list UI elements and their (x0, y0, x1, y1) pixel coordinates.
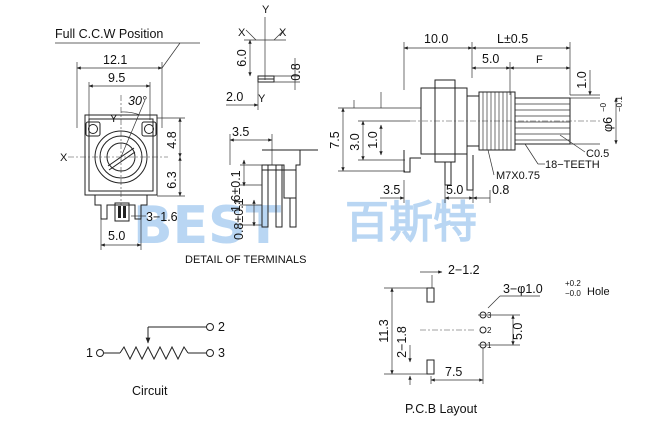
dim-1-6-terminal: 1.6±0.1 (229, 170, 243, 212)
circuit-pin-2-label: 2 (218, 320, 225, 334)
pcb-layout-label: P.C.B Layout (405, 402, 478, 416)
dim-3-1-6: 3−1.6 (146, 210, 178, 224)
terminal-lead-2 (275, 164, 283, 228)
side-lead-right (466, 146, 474, 191)
knurl-lines (515, 103, 570, 141)
circuit-pin-3-label: 3 (218, 346, 225, 360)
dim-1-0-left: 1.0 (366, 131, 380, 148)
dim-dia6: φ6 (601, 117, 615, 132)
pcb-pin-3: 3 (487, 311, 492, 320)
dim-3-0: 3.0 (348, 133, 362, 150)
dim-10-0: 10.0 (424, 32, 448, 46)
dim-12-1: 12.1 (103, 53, 127, 67)
dim-7-5: 7.5 (328, 131, 342, 148)
dim-5-0-front: 5.0 (108, 229, 125, 243)
watermark-latin: BEST (133, 196, 282, 256)
terminal-lead-3 (289, 197, 297, 228)
angle-line (120, 99, 146, 158)
dim-1-0-right: 1.0 (575, 71, 589, 88)
dim-3-5-terminal: 3.5 (232, 125, 249, 139)
dim-L: L±0.5 (497, 32, 528, 46)
thread-label: M7X0.75 (496, 170, 540, 182)
dim-11-3: 11.3 (377, 319, 391, 342)
center-pin (114, 202, 130, 222)
circuit-pin-1-label: 1 (86, 346, 93, 360)
axis-x-front: X (60, 152, 68, 164)
chamfer-label: C0.5 (586, 148, 609, 160)
circuit-pin-2 (206, 323, 214, 331)
angle-arc (120, 111, 141, 116)
dim-6-0: 6.0 (235, 49, 249, 66)
axis-y-front: Y (110, 113, 118, 125)
dim-4-8: 4.8 (165, 131, 179, 148)
detail-of-terminals-label: DETAIL OF TERMINALS (185, 254, 306, 266)
watermark-cjk: 百斯特 (345, 197, 477, 248)
axis-y-bottom: Y (258, 93, 266, 105)
leader-line (161, 42, 181, 69)
circuit-label: Circuit (132, 384, 168, 398)
terminal-lead-1 (261, 164, 269, 228)
pcb-pin-2: 2 (487, 326, 492, 335)
dim-5-0-pcb: 5.0 (511, 323, 525, 340)
dim-5-0-side-bottom: 5.0 (446, 183, 463, 197)
pcb-layout: 2−1.2 3 2 1 5.0 3−φ1.0 +0.2 −0.0 Hole 11… (377, 263, 610, 416)
dia6-tol-upper: −0 (599, 102, 608, 112)
pcb-hole-2 (479, 326, 487, 334)
side-view: 10.0 L±0.5 5.0 F (328, 32, 624, 203)
dim-6-3: 6.3 (165, 171, 179, 188)
watermark: BEST 百斯特 (133, 196, 477, 256)
teeth-label: 18−TEETH (545, 159, 600, 171)
dim-0-8-terminal: 0.8±0.1 (232, 198, 246, 240)
hole-suffix: Hole (587, 286, 610, 298)
dim-2-1-8: 2−1.8 (395, 326, 409, 358)
hole-prefix: 3−φ1.0 (503, 282, 543, 296)
pcb-pin-1: 1 (487, 341, 492, 350)
full-ccw-label: Full C.C.W Position (55, 27, 163, 41)
dim-F: F (536, 54, 543, 66)
circuit-pin-3 (206, 349, 214, 357)
mount-hole-left (88, 124, 98, 134)
resistor-zigzag (119, 345, 189, 361)
side-lead-left (403, 150, 421, 173)
dim-2-1-2: 2−1.2 (448, 263, 480, 277)
front-view: Full C.C.W Position 12.1 9.5 30° Y X (55, 27, 200, 250)
mount-hole-right (144, 124, 154, 134)
circuit-pin-1 (96, 349, 104, 357)
axis-x-right: X (279, 27, 287, 39)
dim-7-5-pcb: 7.5 (445, 365, 462, 379)
side-lead-center (444, 162, 452, 186)
dim-0-8-side: 0.8 (492, 183, 509, 197)
bottom-bracket (94, 195, 148, 220)
axis-y-top: Y (262, 4, 270, 16)
angle-30: 30° (128, 94, 147, 108)
dim-5-0-side-top: 5.0 (482, 52, 499, 66)
dim-0-8-pin: 0.8 (289, 63, 303, 80)
terminal-detail: 3.5 1.6±0.1 0.8±0.1 DETAIL OF TERMINALS (185, 125, 318, 266)
hole-tol-lower: −0.0 (565, 289, 581, 298)
pcb-pad-bottom (426, 359, 435, 375)
dim-2-0: 2.0 (226, 90, 243, 104)
dia6-tol-lower: −0.1 (615, 96, 624, 112)
pin-detail: Y X X 6.0 0.8 2.0 Y (226, 4, 303, 110)
hole-tol-upper: +0.2 (565, 279, 581, 288)
axis-x-left: X (238, 27, 246, 39)
dim-3-5-side: 3.5 (383, 183, 400, 197)
pcb-pad-top (426, 287, 435, 303)
circuit-diagram: 1 3 2 Circuit (86, 320, 225, 398)
dim-9-5: 9.5 (108, 71, 125, 85)
